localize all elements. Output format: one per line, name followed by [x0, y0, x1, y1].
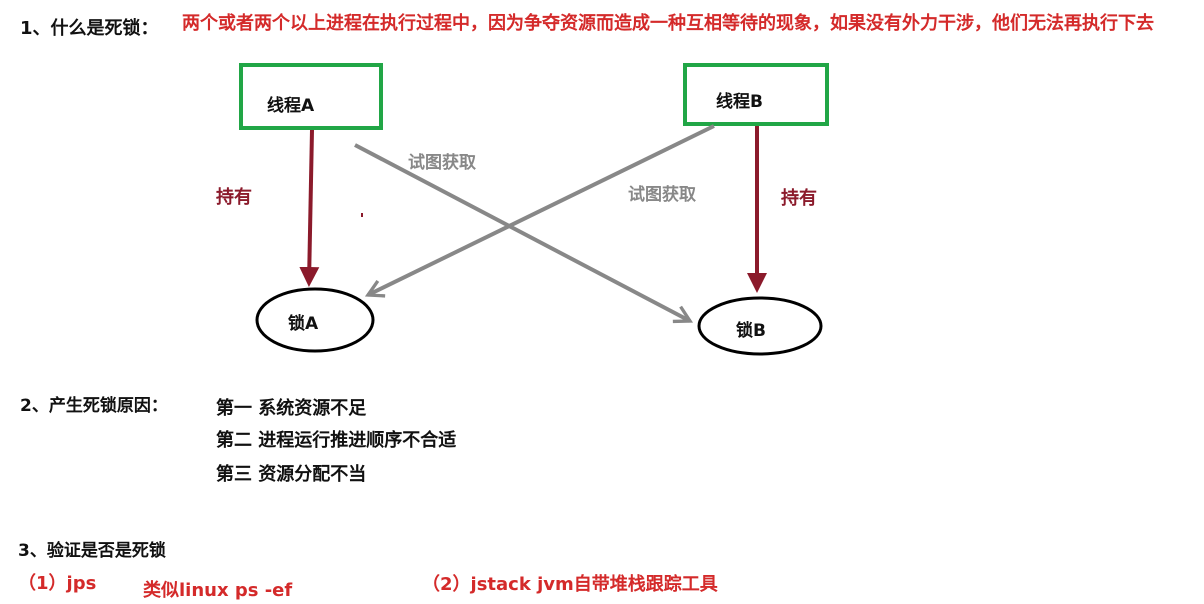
section2-heading: 2、产生死锁原因：	[20, 396, 168, 416]
try-label-a: 试图获取	[408, 152, 476, 173]
section3-heading: 3、验证是否是死锁	[18, 541, 166, 561]
hold-arrow-a	[299, 129, 320, 287]
reason-3: 第三 资源分配不当	[216, 464, 367, 485]
try-arrow-a-to-lock-b	[354, 143, 690, 321]
stray-mark	[361, 213, 363, 217]
thread-b-box	[683, 63, 829, 126]
hold-label-right: 持有	[781, 187, 817, 209]
deadlock-definition: 两个或者两个以上进程在执行过程中，因为争夺资源而造成一种互相等待的现象，如果没有…	[182, 13, 1154, 34]
thread-a-label: 线程A	[267, 95, 315, 116]
lock-a-label: 锁A	[288, 313, 319, 334]
section1-heading: 1、什么是死锁：	[20, 18, 159, 39]
lock-b-ellipse	[697, 296, 823, 356]
try-label-b: 试图获取	[628, 184, 696, 205]
lock-a-ellipse	[255, 287, 375, 353]
method-jps: （1）jps	[18, 573, 97, 594]
try-arrow-b-to-lock-a	[368, 124, 715, 295]
thread-b-label: 线程B	[716, 91, 763, 112]
reason-2: 第二 进程运行推进顺序不合适	[216, 430, 457, 451]
thread-a-box	[239, 63, 383, 130]
reason-1: 第一 系统资源不足	[216, 398, 367, 419]
method-jstack: （2）jstack jvm自带堆栈跟踪工具	[422, 574, 718, 595]
method-jps-note: 类似linux ps -ef	[143, 580, 293, 601]
hold-label-left: 持有	[216, 186, 252, 208]
lock-b-label: 锁B	[736, 320, 766, 341]
